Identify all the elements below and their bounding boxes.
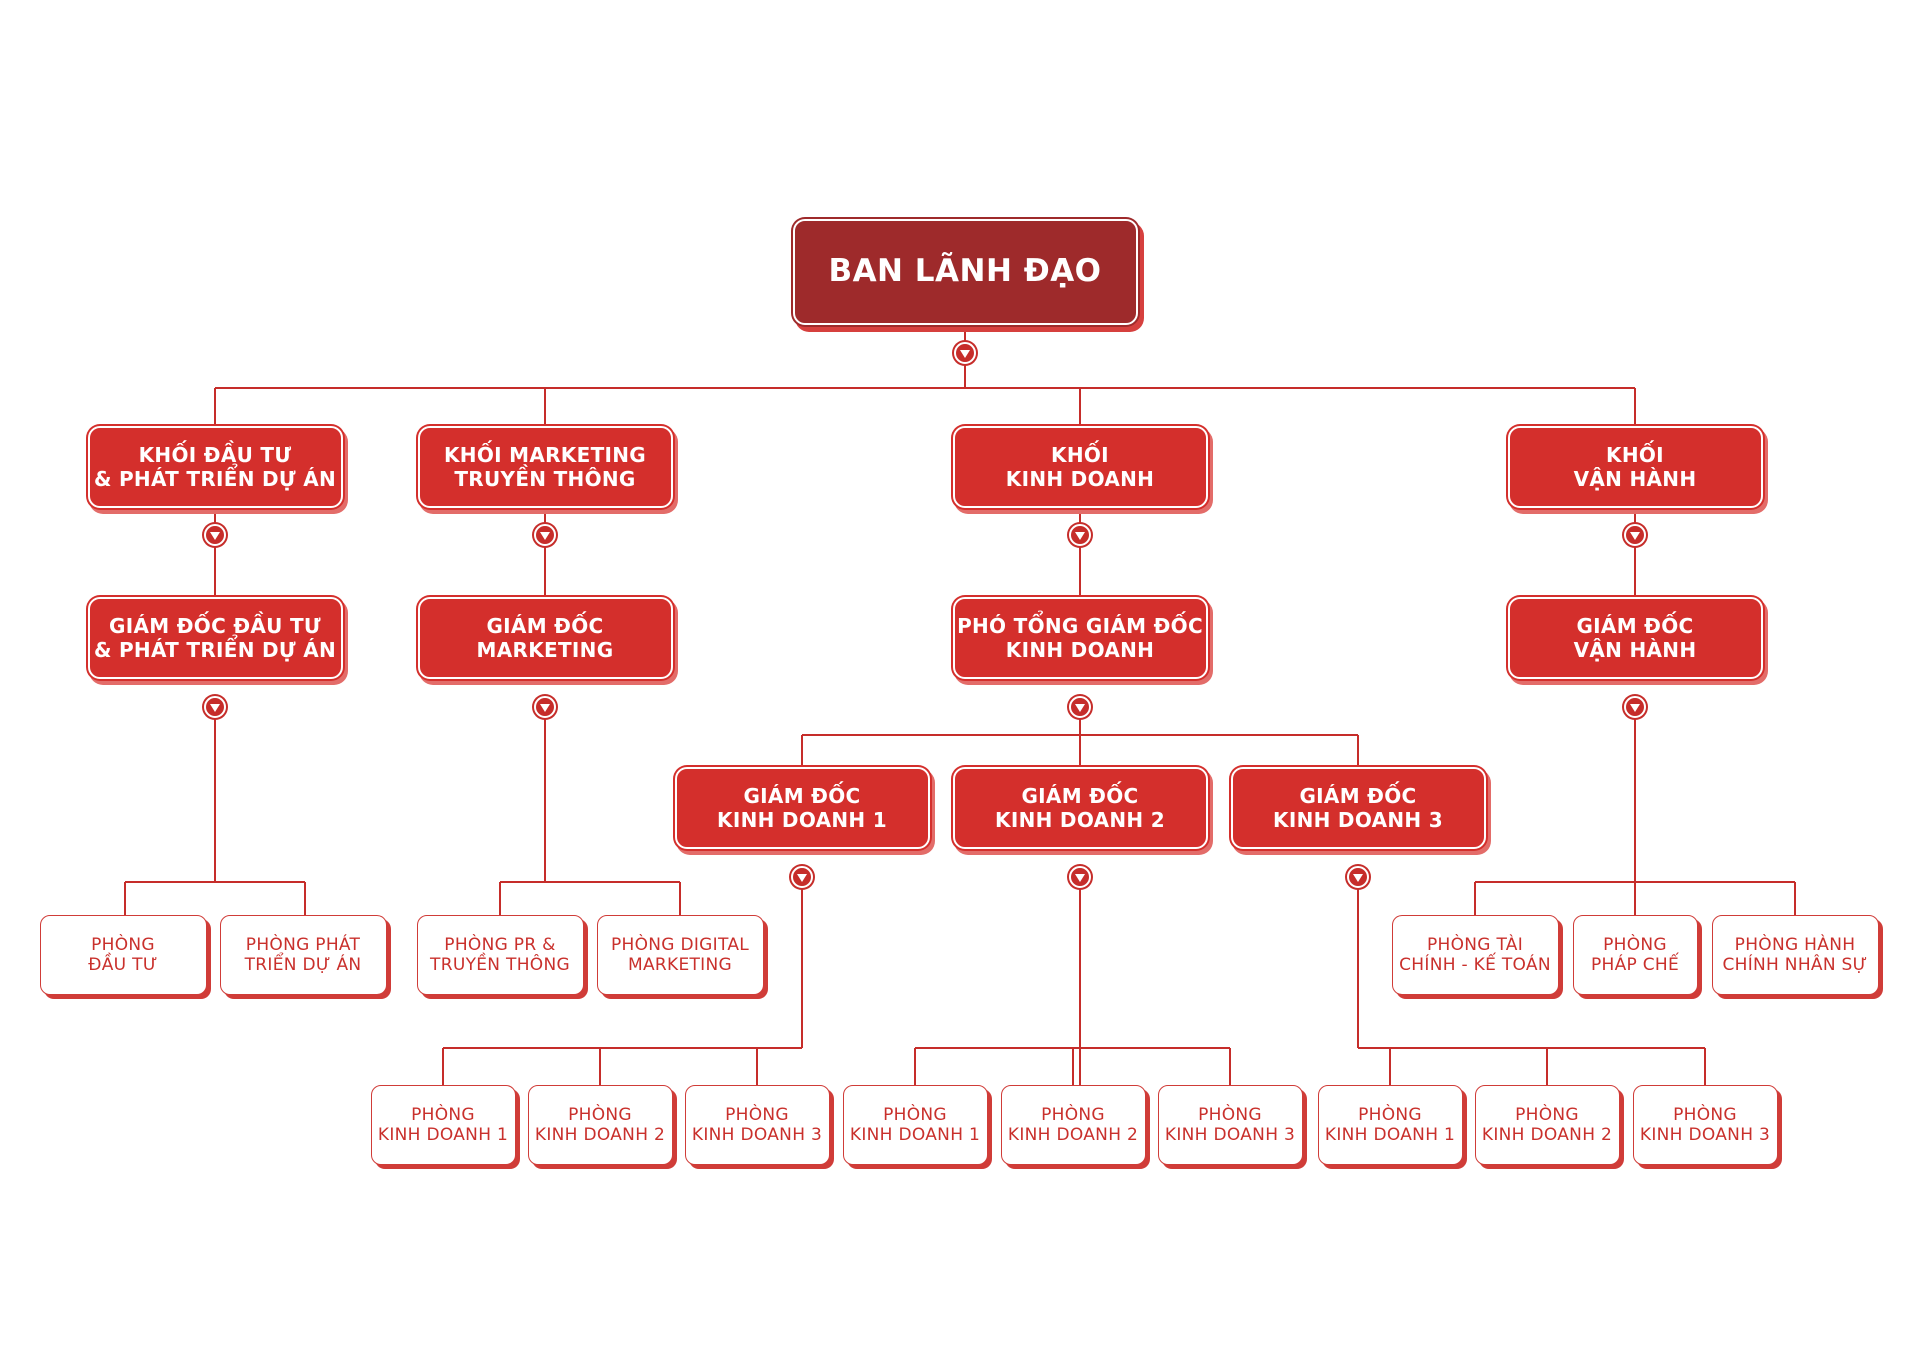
arrow-down-icon [1069,866,1091,888]
department-box: PHÒNG PR & TRUYỀN THÔNG [416,915,584,995]
sales-department-box: PHÒNG KINH DOANH 1 [370,1085,516,1165]
director-operations: GIÁM ĐỐC VẬN HÀNH [1507,597,1763,679]
sales-department-box: PHÒNG KINH DOANH 2 [527,1085,673,1165]
leadership-box: BAN LÃNH ĐẠO [792,219,1138,325]
department-box: PHÒNG PHÁT TRIỂN DỰ ÁN [219,915,387,995]
arrow-down-icon [534,524,556,546]
arrow-down-icon [534,696,556,718]
arrow-down-icon [204,696,226,718]
arrow-down-icon [1624,696,1646,718]
division-operations: KHỐI VẬN HÀNH [1507,426,1763,508]
division-business: KHỐI KINH DOANH [952,426,1208,508]
sales-department-box: PHÒNG KINH DOANH 1 [1317,1085,1463,1165]
arrow-down-icon [1069,696,1091,718]
division-investment: KHỐI ĐẦU TƯ & PHÁT TRIỂN DỰ ÁN [87,426,343,508]
arrow-down-icon [791,866,813,888]
division-marketing: KHỐI MARKETING TRUYỀN THÔNG [417,426,673,508]
arrow-down-icon [1069,524,1091,546]
department-box: PHÒNG TÀI CHÍNH - KẾ TOÁN [1391,915,1559,995]
department-box: PHÒNG HÀNH CHÍNH NHÂN SỰ [1711,915,1879,995]
arrow-down-icon [1347,866,1369,888]
arrow-down-icon [204,524,226,546]
sales-department-box: PHÒNG KINH DOANH 3 [1157,1085,1303,1165]
director-business: PHÓ TỔNG GIÁM ĐỐC KINH DOANH [952,597,1208,679]
sales-department-box: PHÒNG KINH DOANH 2 [1000,1085,1146,1165]
sales-department-box: PHÒNG KINH DOANH 1 [842,1085,988,1165]
sales-director-1: GIÁM ĐỐC KINH DOANH 1 [674,767,930,849]
sales-director-2: GIÁM ĐỐC KINH DOANH 2 [952,767,1208,849]
department-box: PHÒNG ĐẦU TƯ [39,915,207,995]
sales-department-box: PHÒNG KINH DOANH 3 [684,1085,830,1165]
sales-department-box: PHÒNG KINH DOANH 3 [1632,1085,1778,1165]
arrow-down-icon [1624,524,1646,546]
sales-director-3: GIÁM ĐỐC KINH DOANH 3 [1230,767,1486,849]
sales-department-box: PHÒNG KINH DOANH 2 [1474,1085,1620,1165]
director-marketing: GIÁM ĐỐC MARKETING [417,597,673,679]
arrow-down-icon [954,342,976,364]
department-box: PHÒNG DIGITAL MARKETING [596,915,764,995]
department-box: PHÒNG PHÁP CHẾ [1572,915,1698,995]
director-investment: GIÁM ĐỐC ĐẦU TƯ & PHÁT TRIỂN DỰ ÁN [87,597,343,679]
